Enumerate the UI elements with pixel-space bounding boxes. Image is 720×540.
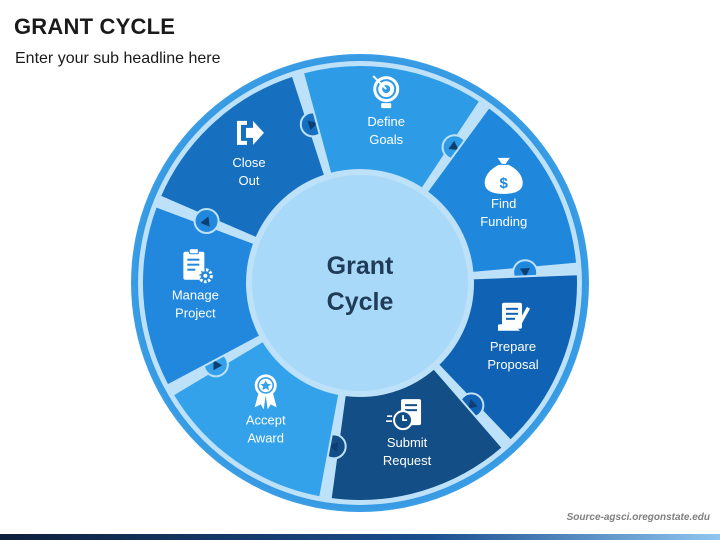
step-label-line2: Project: [175, 306, 216, 321]
step-label-line2: Award: [247, 430, 284, 445]
segment-define-goals: [301, 64, 482, 191]
exit-arrow-icon: [236, 120, 264, 145]
step-label-line2: Goals: [369, 132, 403, 147]
money-bag-icon: $: [484, 157, 523, 194]
flow-arrow-icon: [307, 120, 318, 131]
segment-submit-request: [329, 367, 505, 502]
segment-close-out: [158, 74, 327, 240]
step-label-line1: Define: [367, 114, 405, 129]
document-pen-icon: [497, 302, 530, 331]
source-credit: Source-agsci.oregonstate.edu: [566, 512, 710, 523]
award-badge-icon: [254, 374, 277, 410]
step-label-line2: Request: [383, 453, 432, 468]
flow-arrow-icon: [200, 216, 210, 227]
step-label-line1: Prepare: [490, 339, 536, 354]
page-subtitle: Enter your sub headline here: [15, 50, 221, 67]
bottom-accent-bar: [0, 534, 720, 540]
step-label-line2: Out: [238, 173, 259, 188]
segment-accept-award: [171, 339, 341, 499]
flow-arrow-icon: [328, 442, 339, 452]
flow-arrow-icon: [519, 267, 530, 278]
center-circle: [252, 175, 468, 391]
flow-arrow-icon: [213, 359, 223, 371]
clipboard-gear-icon: [183, 248, 213, 284]
flow-arrow-icon: [448, 140, 459, 151]
step-label-line1: Close: [232, 155, 265, 170]
step-label-line1: Submit: [387, 435, 428, 450]
document-clock-icon: [386, 399, 422, 431]
center-label-line2: Cycle: [327, 288, 394, 316]
page-title: GRANT CYCLE: [14, 14, 176, 39]
step-label-line1: Accept: [246, 412, 286, 427]
target-bulb-icon: [372, 75, 400, 109]
step-label-line1: Manage: [172, 288, 219, 303]
center-label-line1: Grant: [327, 252, 394, 280]
step-label-line2: Proposal: [487, 357, 538, 372]
step-label-line2: Funding: [480, 214, 527, 229]
segment-manage-project: [141, 205, 262, 387]
step-label-line1: Find: [491, 196, 516, 211]
flow-arrow-icon: [467, 399, 478, 409]
svg-text:$: $: [500, 175, 509, 192]
